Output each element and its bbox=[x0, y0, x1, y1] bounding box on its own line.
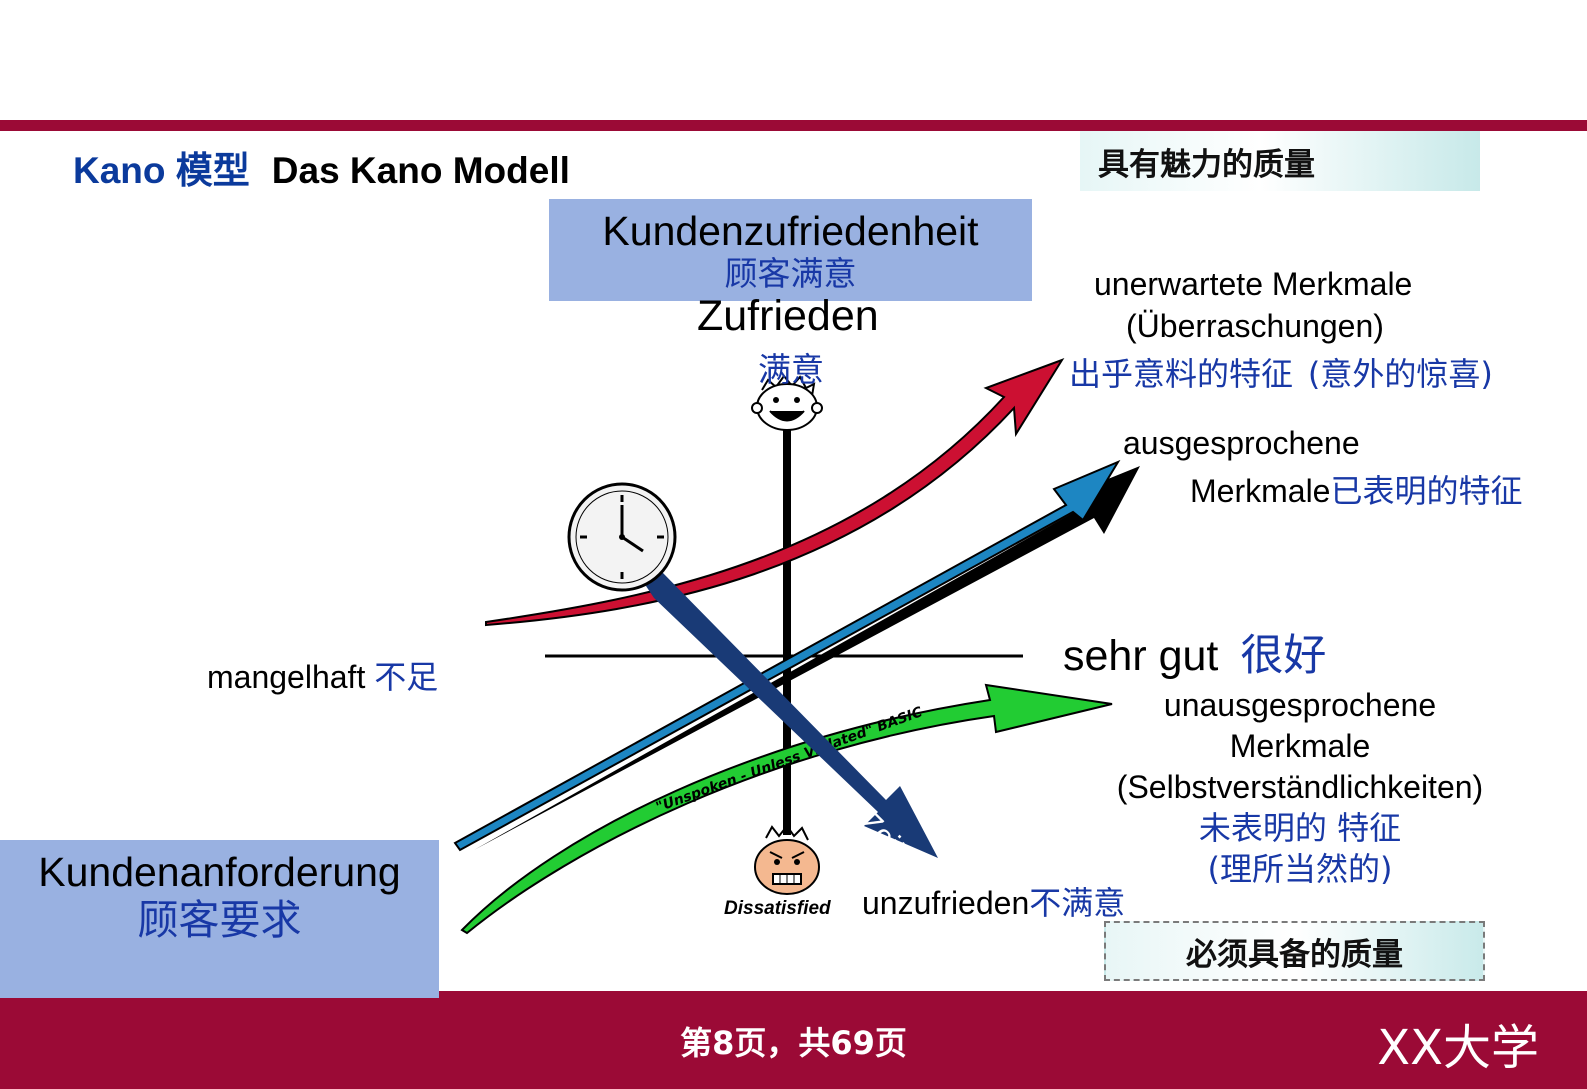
attractive-zh-paren: (意外的惊喜) bbox=[1307, 355, 1493, 393]
customer-satisfaction-box: Kundenzufriedenheit 顾客满意 bbox=[549, 199, 1032, 301]
axis-left-label: mangelhaft 不足 bbox=[207, 652, 438, 698]
customer-satisfaction-zh: 顾客满意 bbox=[724, 254, 857, 293]
attractive-quality-label: 具有魅力的质量 bbox=[1098, 146, 1315, 183]
axis-top-de: Zufrieden bbox=[697, 292, 879, 340]
axis-bottom-label: unzufrieden不满意 bbox=[862, 878, 1125, 924]
dissatisfied-face-icon bbox=[754, 824, 820, 895]
must-be-quality-label: 必须具备的质量 bbox=[1186, 936, 1403, 973]
must-be-quality-badge: 必须具备的质量 bbox=[1104, 921, 1485, 981]
university-name: XX大学 bbox=[1377, 1020, 1539, 1076]
performance-curve bbox=[453, 459, 1121, 852]
dissatisfied-label: Dissatisfied bbox=[724, 898, 831, 919]
performance-zh: 已表明的特征 bbox=[1330, 472, 1523, 510]
title-kano-de: Das Kano Modell bbox=[271, 150, 570, 191]
satisfied-face-icon bbox=[751, 374, 823, 431]
attractive-quality-badge: 具有魅力的质量 bbox=[1080, 131, 1480, 191]
axis-right-de: sehr gut bbox=[1063, 632, 1219, 680]
axis-top-zh: 满意 bbox=[758, 350, 824, 389]
basic-de-line2: Merkmale bbox=[1229, 728, 1371, 764]
clock-icon bbox=[567, 482, 677, 592]
attractive-de-line2: (Überraschungen) bbox=[1126, 308, 1384, 344]
axis-right-label: sehr gut 很好 bbox=[1063, 621, 1326, 683]
basic-label-block: unausgesprochene Merkmale (Selbstverstän… bbox=[1100, 685, 1500, 890]
axis-bottom-de: unzufrieden bbox=[862, 885, 1030, 921]
performance-de-line1: ausgesprochene bbox=[1123, 425, 1360, 461]
customer-requirement-box: Kundenanforderung 顾客要求 bbox=[0, 840, 439, 998]
axis-right-zh: 很好 bbox=[1240, 631, 1327, 681]
axis-left-de: mangelhaft bbox=[207, 659, 366, 695]
basic-de-line1: unausgesprochene bbox=[1163, 687, 1437, 723]
axis-bottom-zh: 不满意 bbox=[1029, 884, 1126, 922]
attractive-de-line1: unerwartete Merkmale bbox=[1094, 266, 1413, 302]
attractive-zh-label: 出乎意料的特征 (意外的惊喜) bbox=[1069, 349, 1493, 395]
performance-label-line2: Merkmale已表明的特征 bbox=[1190, 466, 1522, 512]
footer-bar bbox=[0, 991, 1587, 1089]
performance-de-line2: Merkmale bbox=[1190, 473, 1331, 509]
page-indicator: 第8页，共69页 bbox=[680, 1024, 907, 1062]
customer-satisfaction-de: Kundenzufriedenheit bbox=[602, 208, 979, 254]
attractive-zh: 出乎意料的特征 bbox=[1069, 355, 1294, 393]
axis-left-zh: 不足 bbox=[374, 658, 439, 696]
title-kano-zh: Kano 模型 bbox=[73, 150, 250, 191]
basic-zh-line1: 未表明的 特征 bbox=[1198, 809, 1402, 847]
basic-de-line3: (Selbstverständlichkeiten) bbox=[1116, 769, 1484, 805]
customer-requirement-zh: 顾客要求 bbox=[137, 896, 302, 944]
header-rule bbox=[0, 120, 1587, 131]
customer-requirement-de: Kundenanforderung bbox=[38, 849, 401, 895]
slide-title: Kano 模型 Das Kano Modell bbox=[73, 140, 570, 194]
basic-zh-line2: (理所当然的) bbox=[1207, 850, 1393, 888]
